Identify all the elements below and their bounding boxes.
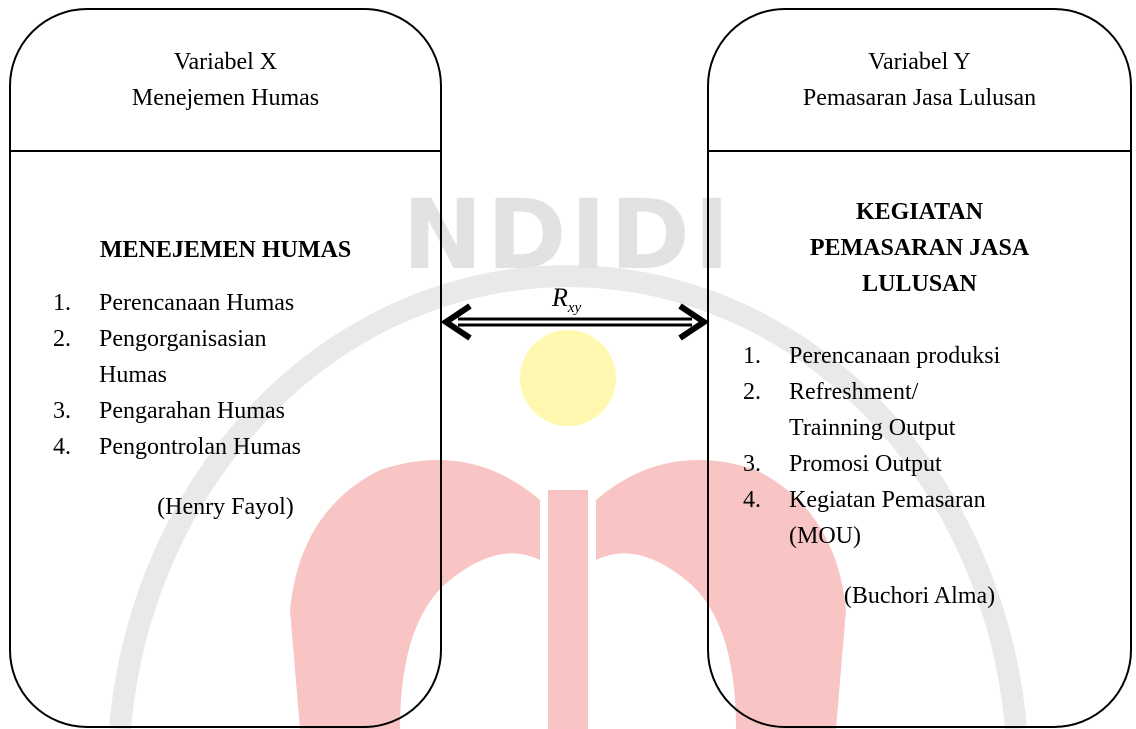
variable-y-heading-line: KEGIATAN	[855, 199, 984, 225]
variable-y-indicator-list: 1. Perencanaan produksi 2. Refreshment/ …	[743, 338, 1099, 554]
watermark-text: NDIDI	[402, 179, 733, 291]
list-item-number: 1.	[53, 290, 71, 316]
variable-x-name: Menejemen Humas	[131, 85, 320, 111]
variable-y-box: Variabel Y Pemasaran Jasa Lulusan KEGIAT…	[707, 8, 1132, 728]
list-item-text: Promosi Output	[789, 451, 942, 477]
list-item: 4. Pengontrolan Humas	[53, 429, 403, 465]
correlation-arrow	[440, 303, 710, 341]
variable-x-header: Variabel X Menejemen Humas	[11, 10, 440, 152]
variable-x-indicator-list: 1. Perencanaan Humas 2. Pengorganisasian…	[53, 285, 403, 465]
list-item-text: Pengorganisasian Humas	[99, 326, 267, 388]
list-item-number: 2.	[743, 379, 761, 405]
list-item-number: 1.	[743, 343, 761, 369]
variable-y-label: Variabel Y	[868, 49, 971, 75]
list-item: 2. Pengorganisasian Humas	[53, 321, 403, 393]
list-item-text: Refreshment/ Trainning Output	[789, 374, 1099, 446]
list-item-number: 2.	[53, 326, 71, 352]
variable-y-citation: (Buchori Alma)	[843, 583, 996, 609]
list-item-text-line: Trainning Output	[789, 415, 956, 441]
list-item: 1. Perencanaan Humas	[53, 285, 403, 321]
variable-x-box: Variabel X Menejemen Humas MENEJEMEN HUM…	[9, 8, 442, 728]
list-item-text: Kegiatan Pemasaran (MOU)	[789, 482, 1099, 554]
list-item-text-line: Kegiatan Pemasaran	[789, 487, 986, 513]
variable-x-citation: (Henry Fayol)	[157, 494, 294, 520]
arrow-head-right	[678, 303, 710, 341]
variable-x-heading: MENEJEMEN HUMAS	[99, 237, 352, 263]
list-item-text: Perencanaan produksi	[789, 343, 1001, 369]
variable-y-header: Variabel Y Pemasaran Jasa Lulusan	[709, 10, 1130, 152]
correlation-symbol: R	[552, 283, 568, 312]
variable-y-heading-line: LULUSAN	[862, 271, 977, 297]
list-item: 2. Refreshment/ Trainning Output	[743, 374, 1099, 446]
list-item: 3. Pengarahan Humas	[53, 393, 403, 429]
watermark-flame-left	[290, 460, 540, 729]
variable-x-label: Variabel X	[173, 49, 278, 75]
list-item-text: Pengarahan Humas	[99, 398, 285, 424]
list-item: 4. Kegiatan Pemasaran (MOU)	[743, 482, 1099, 554]
correlation-label: Rxy	[552, 284, 581, 322]
watermark-ring	[109, 265, 1027, 729]
list-item-number: 3.	[743, 451, 761, 477]
list-item-text: Perencanaan Humas	[99, 290, 295, 316]
list-item-text-line: Refreshment/	[789, 379, 919, 405]
list-item: 3. Promosi Output	[743, 446, 1099, 482]
variable-y-name: Pemasaran Jasa Lulusan	[802, 85, 1037, 111]
watermark-sun	[520, 330, 616, 426]
correlation-subscript: xy	[567, 300, 582, 316]
arrow-head-left	[440, 303, 472, 341]
list-item-number: 4.	[743, 487, 761, 513]
list-item-text-line: (MOU)	[789, 523, 861, 549]
list-item: 1. Perencanaan produksi	[743, 338, 1099, 374]
variable-y-heading-line: PEMASARAN JASA	[809, 235, 1030, 261]
list-item-number: 4.	[53, 434, 71, 460]
list-item-text: Pengontrolan Humas	[99, 434, 301, 460]
list-item-number: 3.	[53, 398, 71, 424]
variable-y-heading: KEGIATAN PEMASARAN JASA LULUSAN	[709, 194, 1130, 302]
watermark-pillar	[548, 490, 588, 729]
